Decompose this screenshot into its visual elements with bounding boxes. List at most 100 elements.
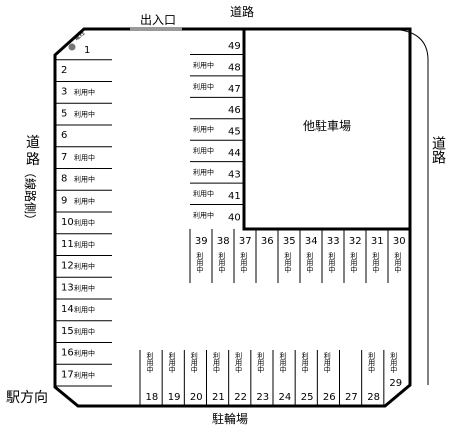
bottom-stall-number: 24 bbox=[279, 392, 292, 403]
road-top-label: 道路 bbox=[230, 4, 254, 19]
middle-stall-number: 30 bbox=[393, 236, 406, 247]
left-stall-status: 利用中 bbox=[74, 109, 95, 118]
left-stall-number: 2 bbox=[61, 65, 67, 76]
bottom-stall-status: 利用中 bbox=[390, 351, 398, 374]
left-stall-number: 9 bbox=[61, 195, 67, 206]
left-stall-status: 利用中 bbox=[74, 218, 95, 227]
middle-stall-status: 利用中 bbox=[350, 251, 358, 274]
left-stall-number: 17 bbox=[61, 369, 74, 380]
left-stall-status: 利用中 bbox=[74, 240, 95, 249]
center-stall-number: 47 bbox=[228, 84, 241, 95]
left-stall-status: 利用中 bbox=[74, 283, 95, 292]
road-curve-right bbox=[389, 28, 429, 385]
center-stall-number: 40 bbox=[228, 212, 241, 223]
center-stall-status: 利用中 bbox=[193, 125, 214, 134]
center-stall-number: 49 bbox=[228, 41, 241, 52]
left-stall-number: 15 bbox=[61, 326, 74, 337]
bottom-stall-number: 29 bbox=[389, 378, 402, 389]
bottom-stall-status: 利用中 bbox=[257, 351, 265, 374]
bottom-stall-status: 利用中 bbox=[368, 351, 376, 374]
bottom-stall-number: 22 bbox=[234, 392, 247, 403]
middle-stall-number: 35 bbox=[283, 236, 296, 247]
bottom-stall-number: 21 bbox=[212, 392, 225, 403]
road-left-label-top: 道 bbox=[26, 135, 40, 151]
center-stall-number: 44 bbox=[228, 148, 241, 159]
middle-stall-number: 32 bbox=[349, 236, 362, 247]
left-stall-status: 利用中 bbox=[74, 262, 95, 271]
left-stall-status: 利用中 bbox=[74, 327, 95, 336]
bottom-stall-number: 28 bbox=[367, 392, 380, 403]
middle-stall-number: 36 bbox=[261, 236, 274, 247]
bottom-stall-status: 利用中 bbox=[235, 351, 243, 374]
center-stall-number: 45 bbox=[228, 127, 241, 138]
stall-lines bbox=[55, 53, 389, 406]
center-stall-status: 利用中 bbox=[193, 82, 214, 91]
bottom-stall-status: 利用中 bbox=[146, 351, 154, 374]
center-stall-status: 利用中 bbox=[193, 60, 214, 69]
center-stall-number: 41 bbox=[228, 191, 241, 202]
left-stall-number: 6 bbox=[61, 130, 67, 141]
middle-stall-number: 37 bbox=[239, 236, 252, 247]
center-stall-status: 利用中 bbox=[193, 189, 214, 198]
left-stall-number: 10 bbox=[61, 217, 74, 228]
left-stall-number: 5 bbox=[61, 108, 67, 119]
middle-stall-number: 38 bbox=[217, 236, 230, 247]
bottom-stall-status: 利用中 bbox=[301, 351, 309, 374]
bottom-stall-status: 利用中 bbox=[323, 351, 331, 374]
left-stall-number: 11 bbox=[61, 239, 74, 250]
bottom-stall-number: 23 bbox=[256, 392, 269, 403]
senro-label: （線路側） bbox=[23, 166, 38, 226]
middle-stall-status: 利用中 bbox=[284, 251, 292, 274]
entrance-label: 出入口 bbox=[140, 13, 176, 27]
middle-stall-status: 利用中 bbox=[240, 251, 248, 274]
road-right-label: 道路 bbox=[430, 136, 446, 164]
left-stall-number: 8 bbox=[61, 174, 67, 185]
left-stall-status: 利用中 bbox=[74, 305, 95, 314]
bottom-stall-status: 利用中 bbox=[168, 351, 176, 374]
center-stall-number: 43 bbox=[228, 170, 241, 181]
bottom-stall-status: 利用中 bbox=[279, 351, 287, 374]
pillar-label: 電柱 bbox=[72, 29, 86, 43]
lot-outline bbox=[53, 27, 412, 408]
left-stall-number: 1 bbox=[84, 45, 90, 56]
left-stall-number: 3 bbox=[61, 87, 67, 98]
bottom-stall-number: 26 bbox=[323, 392, 336, 403]
left-stall-status: 利用中 bbox=[74, 196, 95, 205]
bottom-stall-status: 利用中 bbox=[190, 351, 198, 374]
middle-stall-number: 34 bbox=[305, 236, 318, 247]
bottom-stall-number: 25 bbox=[301, 392, 314, 403]
middle-stall-number: 31 bbox=[371, 236, 384, 247]
left-stall-status: 利用中 bbox=[74, 88, 95, 97]
center-stall-status: 利用中 bbox=[193, 146, 214, 155]
other-lot-boundary bbox=[242, 29, 410, 231]
bottom-stall-number: 18 bbox=[146, 392, 159, 403]
station-direction-label: 駅方向 bbox=[6, 390, 48, 406]
left-stall-status: 利用中 bbox=[74, 153, 95, 162]
middle-stall-number: 33 bbox=[327, 236, 340, 247]
other-lot-label: 他駐車場 bbox=[303, 118, 351, 133]
left-stall-status: 利用中 bbox=[74, 370, 95, 379]
bottom-stall-number: 27 bbox=[345, 392, 358, 403]
left-stall-number: 7 bbox=[61, 152, 67, 163]
left-stall-number: 12 bbox=[61, 261, 74, 272]
middle-stall-status: 利用中 bbox=[328, 251, 336, 274]
middle-stall-status: 利用中 bbox=[394, 251, 402, 274]
bottom-stall-number: 19 bbox=[168, 392, 181, 403]
left-stall-number: 14 bbox=[61, 304, 74, 315]
middle-stall-status: 利用中 bbox=[372, 251, 380, 274]
pillar-icon bbox=[68, 43, 76, 51]
middle-stall-status: 利用中 bbox=[218, 251, 226, 274]
center-stall-number: 46 bbox=[228, 105, 241, 116]
left-stall-number: 13 bbox=[61, 282, 74, 293]
bottom-stall-status: 利用中 bbox=[212, 351, 220, 374]
middle-stall-status: 利用中 bbox=[196, 251, 204, 274]
left-stall-status: 利用中 bbox=[74, 349, 95, 358]
middle-stall-number: 39 bbox=[195, 236, 208, 247]
left-stall-status: 利用中 bbox=[74, 175, 95, 184]
road-left-label-bottom: 路 bbox=[26, 152, 40, 168]
middle-stall-status: 利用中 bbox=[306, 251, 314, 274]
left-stall-number: 16 bbox=[61, 348, 74, 359]
center-stall-number: 48 bbox=[228, 62, 241, 73]
